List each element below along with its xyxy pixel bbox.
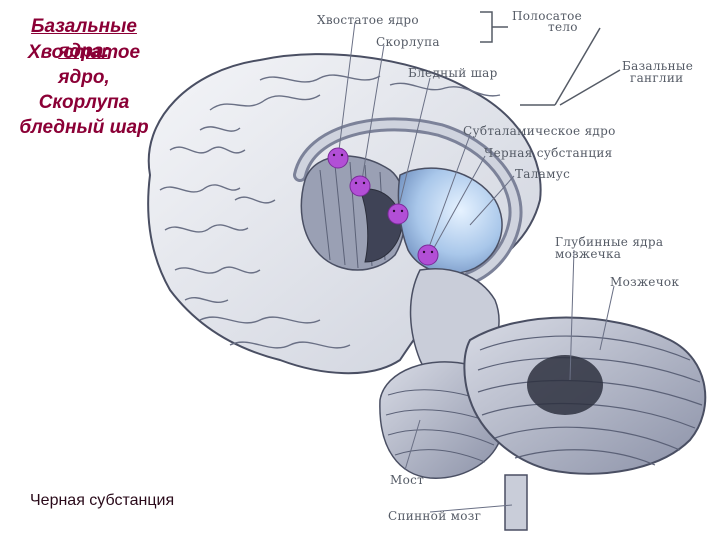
- caption-line-putamen: Скорлупа: [4, 90, 164, 115]
- marker-putamen: [350, 176, 370, 196]
- label-caudate: Хвостатое ядро: [317, 14, 419, 26]
- label-deep-cerebellar-2: мозжечка: [555, 248, 621, 260]
- striatum-bracket: [480, 12, 508, 42]
- label-basal-ganglia-2: ганглии: [630, 72, 683, 84]
- deep-cerebellar-nuclei: [527, 355, 603, 415]
- caption-line-pallidus: бледный шар: [4, 115, 164, 140]
- label-striatum-2: тело: [548, 21, 578, 33]
- caption-line-caudate: Хвостатое ядро,: [4, 40, 164, 90]
- caption-list: Хвостатое ядро, Скорлупа бледный шар: [4, 40, 164, 140]
- label-thalamus: Таламус: [515, 168, 570, 180]
- label-cerebellum: Мозжечок: [610, 276, 679, 288]
- marker-globus-pallidus: [388, 204, 408, 224]
- marker-caudate: [328, 148, 348, 168]
- spinal-cord: [505, 475, 527, 530]
- label-globus-pallidus: Бледный шар: [408, 67, 498, 79]
- label-putamen: Скорлупа: [376, 36, 440, 48]
- label-subthalamic: Субталамическое ядро: [463, 125, 616, 137]
- label-substantia-nigra: Черная субстанция: [484, 147, 613, 159]
- marker-substantia-nigra: [418, 245, 438, 265]
- label-pons: Мост: [390, 474, 424, 486]
- label-spinal-cord: Спинной мозг: [388, 510, 481, 522]
- caption-substantia-nigra: Черная субстанция: [30, 488, 230, 513]
- basal-ganglia-bracket: [520, 28, 620, 105]
